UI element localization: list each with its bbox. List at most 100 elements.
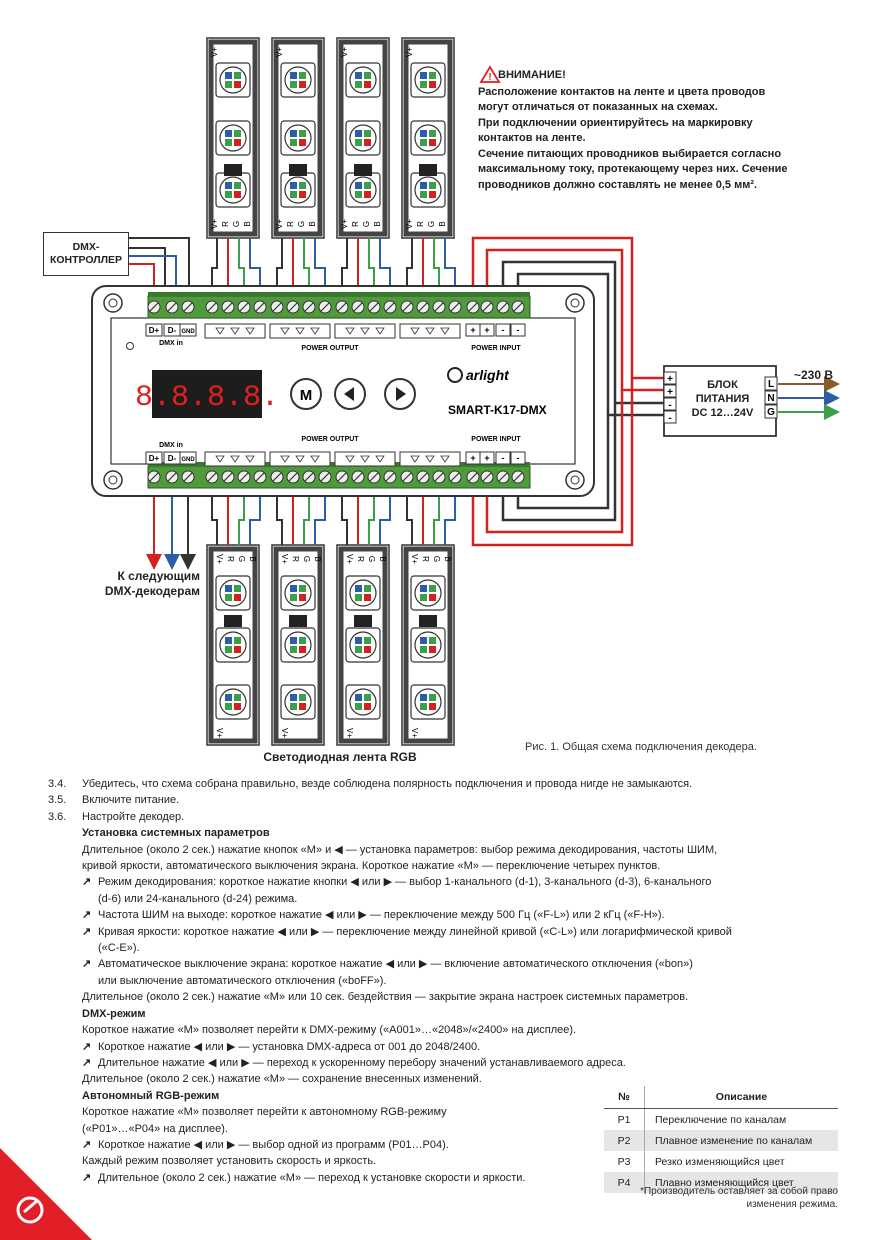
svg-text:!: !	[488, 72, 491, 83]
psu-label: БЛОК ПИТАНИЯ DC 12…24V	[681, 366, 764, 432]
strip-wires	[211, 238, 456, 545]
table-footnote: *Производитель оставляет за собой право …	[640, 1186, 838, 1210]
strip-pin-label: V+	[210, 219, 219, 229]
table-header-desc: Описание	[644, 1086, 838, 1109]
dmx-in-label: DMX in	[159, 442, 183, 449]
dmx-outro: Длительное (около 2 сек.) нажатие «M» — …	[82, 1073, 482, 1086]
psu-input-label: -	[668, 413, 671, 424]
terminal-label: GND	[181, 457, 195, 463]
psu-line3: DC 12…24V	[691, 407, 754, 419]
next-decoders-label: К следующим DMX-декодерам	[90, 569, 200, 599]
strip-pin-label: B	[373, 221, 382, 226]
model-label: SMART-K17-DMX	[448, 403, 547, 417]
strip-pin-label: V+	[275, 47, 284, 57]
sys-intro2: кривой яркости, автоматического выключен…	[82, 860, 661, 873]
figure-caption: Рис. 1. Общая схема подключения декодера…	[525, 741, 757, 753]
step-number: 3.6.	[48, 810, 67, 823]
sys-heading: Установка системных параметров	[82, 827, 270, 840]
warning-line: Сечение питающих проводников выбирается …	[478, 147, 782, 160]
psu-terminal-label: L	[768, 379, 774, 390]
power-input-label: POWER INPUT	[471, 345, 521, 352]
psu-terminal-label: N	[767, 393, 774, 404]
power-output-label: POWER OUTPUT	[301, 345, 359, 352]
bullet-arrow-icon: ↗	[82, 958, 92, 971]
strip-pin-label: G	[302, 556, 311, 562]
warning-line: Расположение контактов на ленте и цвета …	[478, 85, 766, 98]
strip-pin-label: V+	[215, 554, 224, 564]
corner-logo	[0, 1148, 92, 1240]
psu-input-label: +	[667, 387, 673, 398]
strip-pin-label: V+	[410, 728, 419, 738]
warning-line: контактов на ленте.	[478, 132, 586, 144]
warning-line: могут отличаться от показанных на схемах…	[478, 101, 718, 113]
bottom-terminal-block	[147, 462, 531, 489]
step-number: 3.4.	[48, 778, 67, 790]
bullet-arrow-icon: ↗	[82, 1138, 92, 1151]
top-terminal-block	[147, 292, 531, 319]
next-line2: DMX-декодерам	[104, 584, 200, 598]
psu-terminal-label: G	[767, 407, 775, 418]
strip-pin-label: R	[221, 221, 230, 227]
terminal-label: D+	[149, 454, 160, 463]
strip-pin-label: B	[308, 221, 317, 226]
bullet-arrow-icon: ↗	[82, 1056, 92, 1069]
terminal-label: D-	[168, 326, 177, 335]
rgb-line: Каждый режим позволяет установить скорос…	[82, 1155, 377, 1168]
strip-pin-label: B	[313, 556, 322, 561]
svg-text:arlight: arlight	[466, 367, 510, 383]
strip-pin-label: R	[421, 556, 430, 562]
mains-label: ~230 В	[794, 368, 834, 382]
power-pin-label: +	[470, 325, 475, 335]
dmx-in-label: DMX in	[159, 340, 183, 347]
dmx-controller: DMX- КОНТРОЛЛЕР	[43, 232, 129, 276]
m-button[interactable]	[290, 378, 322, 410]
warning-block: ВНИМАНИЕ! Расположение контактов на лент…	[478, 68, 838, 193]
psu-input-label: +	[667, 374, 673, 385]
warning-title: ВНИМАНИЕ!	[498, 69, 566, 81]
strip-pin-label: V+	[345, 728, 354, 738]
rgb-intro2: («P01»…«P04» на дисплее).	[82, 1122, 228, 1135]
mode-code: P3	[604, 1151, 645, 1172]
mode-code: P2	[604, 1130, 645, 1151]
terminal-label: D+	[149, 326, 160, 335]
power-pin-label: -	[502, 453, 505, 463]
svg-text:M: M	[300, 387, 313, 404]
sys-bullet3-cont: («C-E»).	[98, 942, 140, 955]
power-pin-label: -	[517, 453, 520, 463]
strip-pin-label: G	[427, 221, 436, 227]
warning-line: При подключении ориентируйтесь на маркир…	[478, 116, 753, 129]
strip-pin-label: V+	[345, 554, 354, 564]
power-pin-label: +	[470, 453, 475, 463]
mode-code: P4	[604, 1172, 645, 1193]
strip-pin-label: R	[351, 221, 360, 227]
strip-pin-label: V+	[340, 47, 349, 57]
bullet-arrow-icon: ↗	[82, 1040, 92, 1053]
rgb-intro1: Короткое нажатие «M» позволяет перейти к…	[82, 1106, 447, 1119]
strip-pin-label: G	[367, 556, 376, 562]
strip-pin-label: R	[226, 556, 235, 562]
controller-line1: DMX-	[72, 241, 100, 253]
strip-pin-label: R	[291, 556, 300, 562]
strip-caption: Светодиодная лента RGB	[263, 750, 417, 764]
power-pin-label: -	[502, 325, 505, 335]
psu-line1: БЛОК	[707, 379, 738, 391]
terminal-labels: D+ D- GND DMX in POWER OUTPUT + + - - POWER INPUT…	[145, 323, 526, 467]
psu-input-label: -	[668, 400, 671, 411]
sys-intro1: Длительное (около 2 сек.) нажатие кнопок…	[82, 843, 718, 856]
strip-pin-label: G	[237, 556, 246, 562]
warning-line: максимальному току, протекающему через н…	[478, 163, 788, 175]
strip-pin-label: R	[356, 556, 365, 562]
sys-bullet4-cont: или выключение автоматического отключени…	[98, 974, 387, 987]
dmx-heading: DMX-режим	[82, 1007, 146, 1020]
strip-pin-label: R	[416, 221, 425, 227]
